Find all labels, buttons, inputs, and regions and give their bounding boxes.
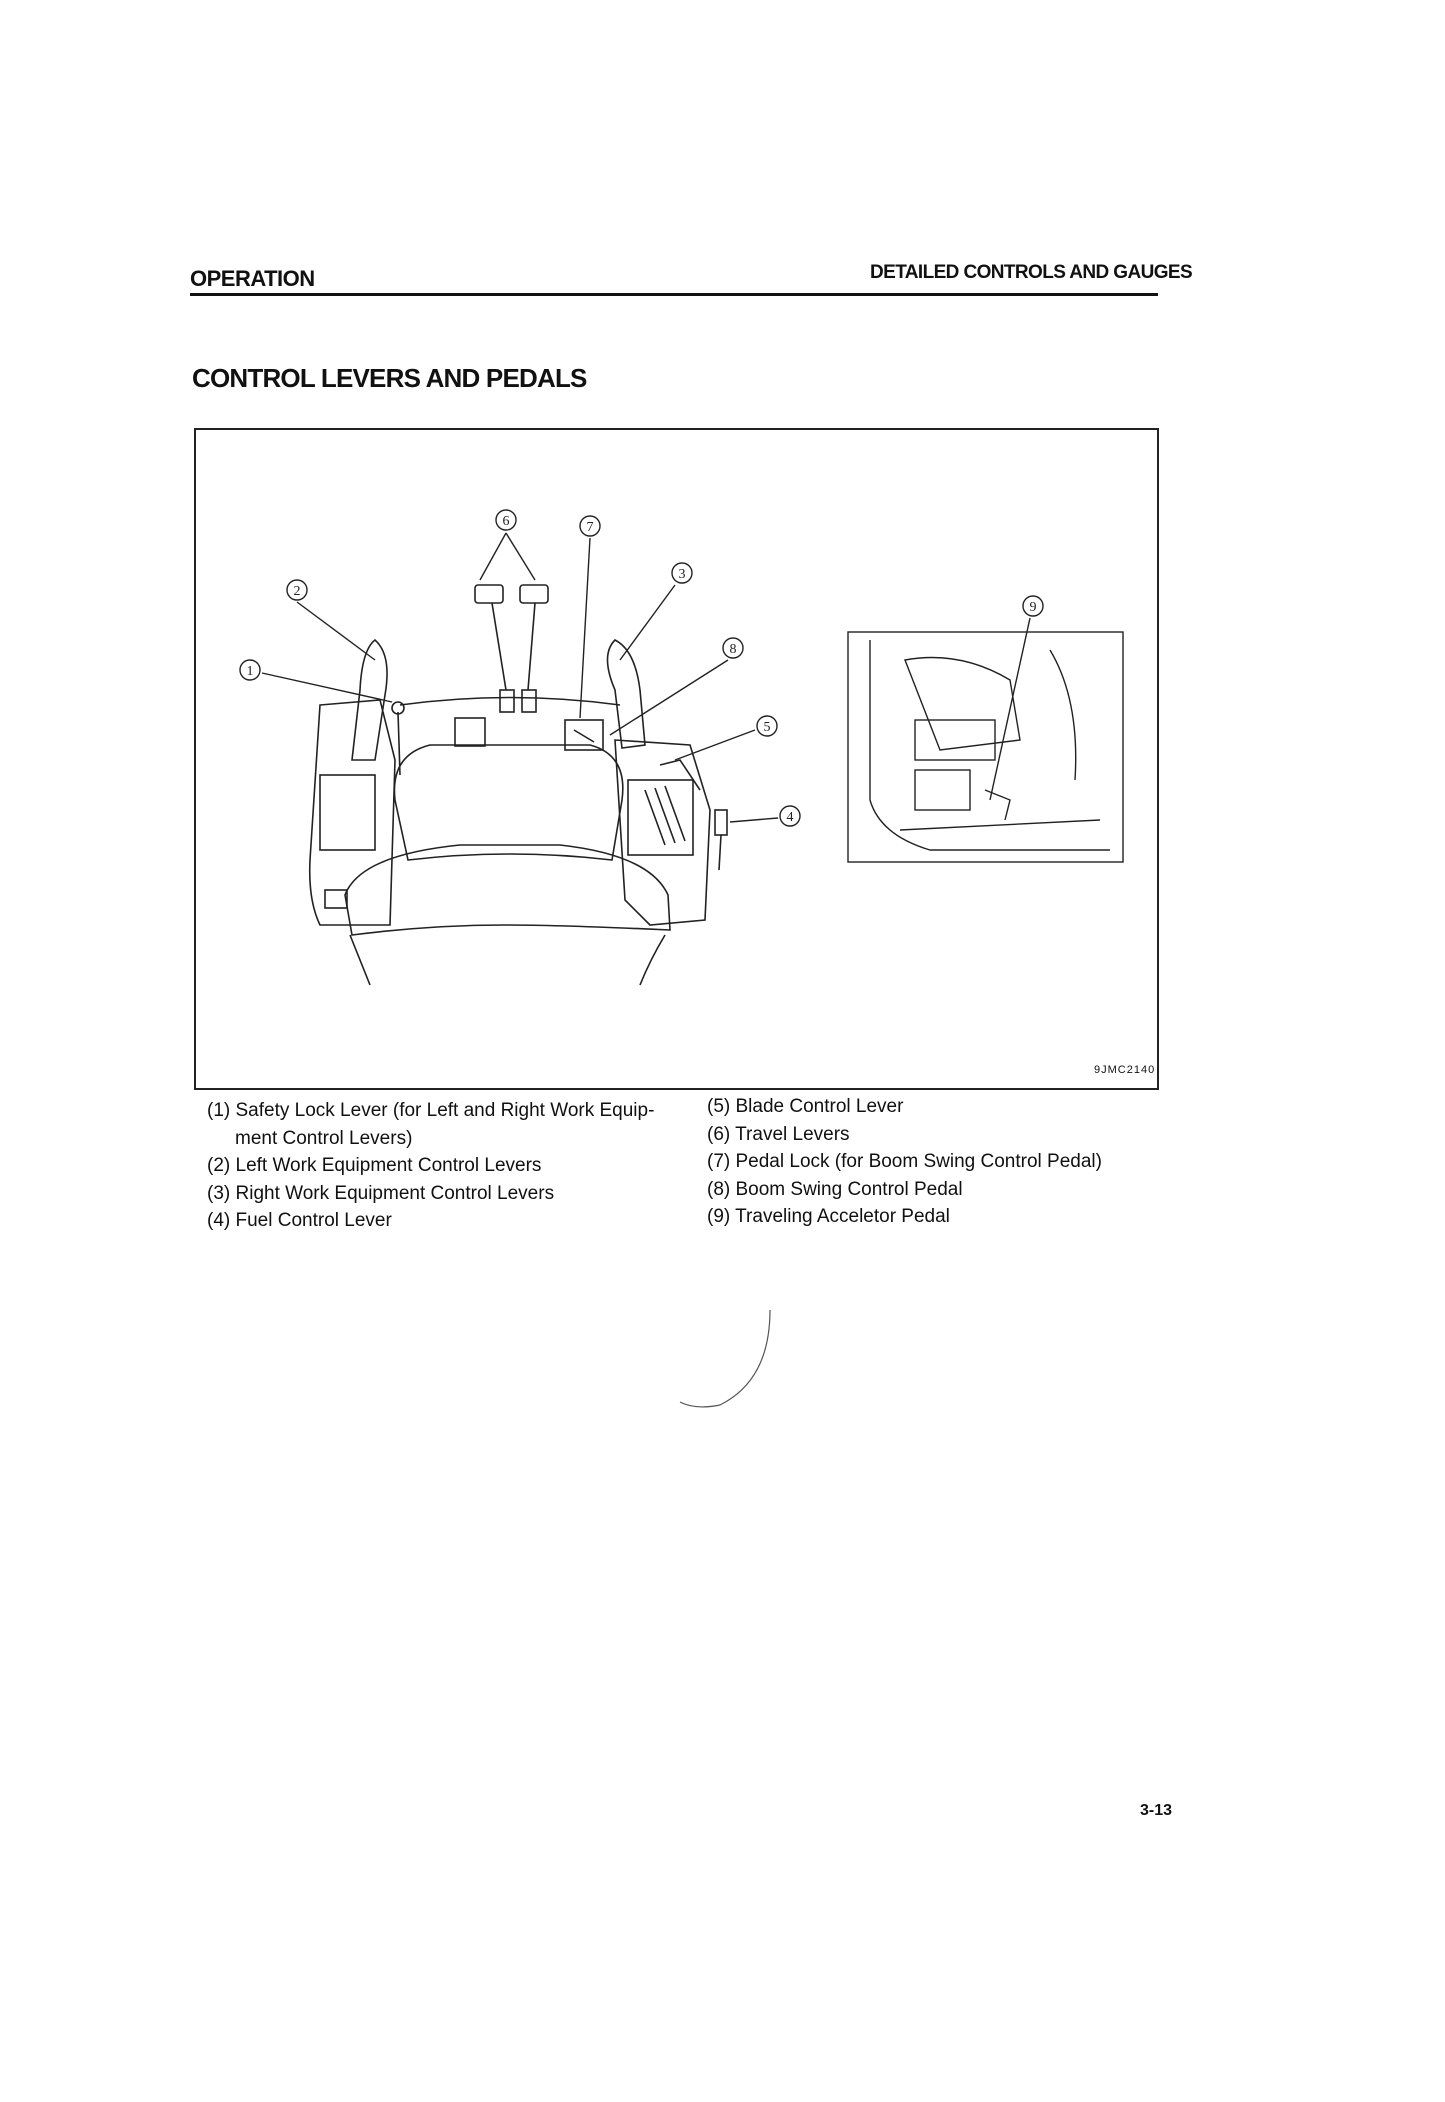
callout-6: 6 xyxy=(503,514,510,529)
legend-item-1-line2: ment Control Levers) xyxy=(235,1127,413,1149)
seat-back xyxy=(393,744,624,861)
travel-lever-right xyxy=(519,584,549,604)
header-rule xyxy=(190,293,1158,296)
legend-item-6: (6) Travel Levers xyxy=(707,1123,850,1145)
header-section: OPERATION xyxy=(190,266,315,291)
legend-right: (5) Blade Control Lever (6) Travel Lever… xyxy=(707,1093,1147,1231)
header-chapter: DETAILED CONTROLS AND GAUGES xyxy=(870,262,1193,283)
right-console xyxy=(614,739,711,926)
callout-3: 3 xyxy=(679,567,686,582)
callout-9: 9 xyxy=(1030,600,1037,615)
legend-item-1: (1) Safety Lock Lever (for Left and Righ… xyxy=(207,1097,687,1152)
callout-2: 2 xyxy=(294,584,301,599)
callout-1: 1 xyxy=(247,664,254,679)
travel-lever-left xyxy=(474,584,504,604)
blade-lever xyxy=(659,759,701,791)
legend-item-4: (4) Fuel Control Lever xyxy=(207,1210,392,1231)
legend-item-2: (2) Left Work Equipment Control Levers xyxy=(207,1155,542,1176)
legend-left: (1) Safety Lock Lever (for Left and Righ… xyxy=(207,1097,687,1235)
right-work-lever xyxy=(606,639,646,749)
left-console xyxy=(308,699,396,926)
callout-4: 4 xyxy=(787,810,794,825)
legend-item-9: (9) Traveling Acceletor Pedal xyxy=(707,1206,950,1227)
legend-item-3: (3) Right Work Equipment Control Levers xyxy=(207,1182,555,1204)
pen-mark xyxy=(679,1309,771,1408)
callout-8: 8 xyxy=(730,642,737,657)
legend-item-8: (8) Boom Swing Control Pedal xyxy=(707,1178,963,1200)
seat-cushion xyxy=(344,844,671,936)
legend-item-5: (5) Blade Control Lever xyxy=(707,1096,904,1117)
legend-item-7: (7) Pedal Lock (for Boom Swing Control P… xyxy=(707,1151,1102,1172)
pedal-left xyxy=(454,717,486,747)
callout-5: 5 xyxy=(764,720,771,735)
figure-code: 9JMC2140 xyxy=(1094,1064,1156,1076)
callout-7: 7 xyxy=(587,520,594,535)
page-number: 3-13 xyxy=(1140,1802,1173,1819)
pedal-lock xyxy=(564,719,604,751)
section-title: CONTROL LEVERS AND PEDALS xyxy=(192,363,587,393)
photo-inset xyxy=(847,631,1124,863)
left-work-lever xyxy=(351,638,388,761)
legend-item-1-line1: (1) Safety Lock Lever (for Left and Righ… xyxy=(207,1100,655,1121)
figure-frame xyxy=(194,428,1159,1090)
